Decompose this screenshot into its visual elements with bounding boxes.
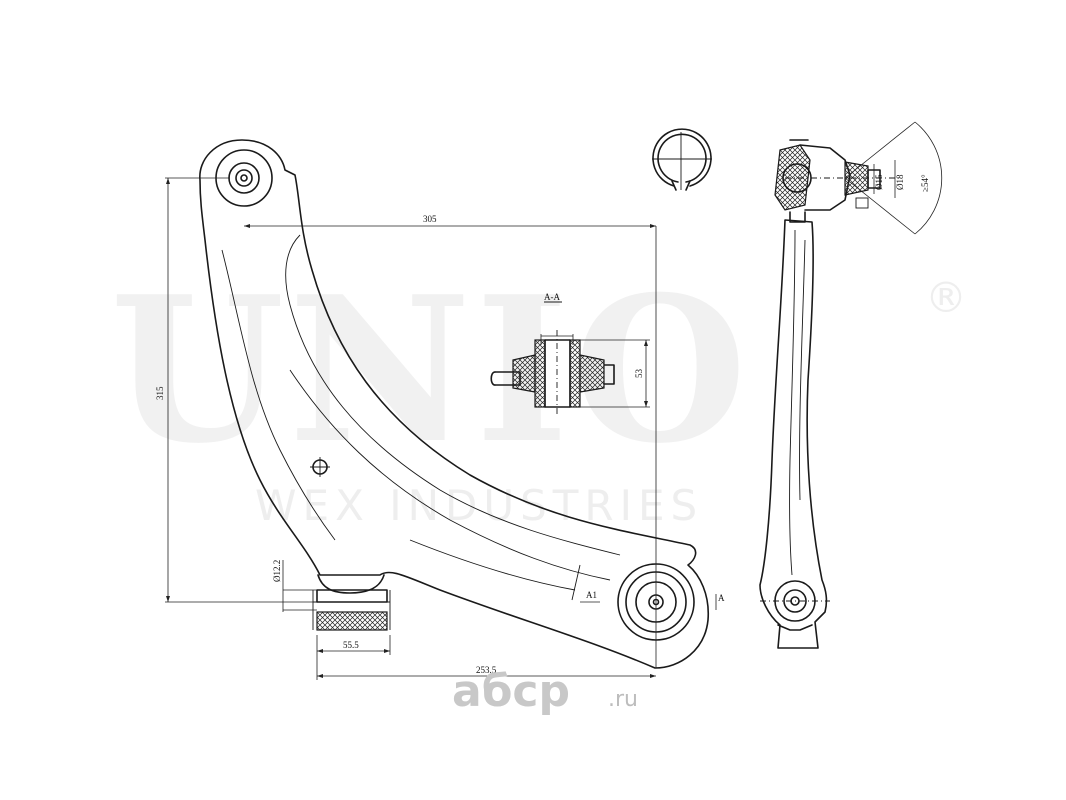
watermark-registered: ® <box>925 273 973 322</box>
watermark-tagline: WEX INDUSTRIES <box>255 481 703 530</box>
section-height: 53 <box>634 369 644 379</box>
top-eye-bushing <box>228 162 260 194</box>
dim-bushing-dia: Ø12.2 <box>272 560 282 582</box>
circlip-detail <box>652 128 712 191</box>
cut-mark-a1: A1 <box>586 590 597 600</box>
dim-ball-dia-small: Ø15 <box>874 174 884 190</box>
top-eye-bore <box>235 169 253 187</box>
dim-bushing-width: 55.5 <box>343 640 359 650</box>
arm-edge-mark <box>571 564 581 601</box>
top-eye-center <box>240 174 248 182</box>
section-a-a: A-A 53 <box>490 292 650 415</box>
control-arm-side-view: ≥54° Ø15 Ø18 <box>759 121 943 649</box>
arm-rib-top <box>285 234 621 556</box>
arm-rib-left <box>221 249 336 541</box>
site-logo: абср .ru <box>452 666 638 717</box>
dim-overall-width: 253.5 <box>476 665 497 675</box>
site-logo-name: абср <box>452 666 570 717</box>
dim-ball-dia-large: Ø18 <box>895 174 905 190</box>
side-arm-outline <box>759 219 828 649</box>
main-dimensions: 305 315 Ø12.2 55.5 253.5 A1 A <box>155 177 725 680</box>
dim-angle: ≥54° <box>920 174 930 192</box>
arm-rib-center <box>289 369 611 581</box>
rear-bushing <box>312 574 391 631</box>
site-logo-domain: .ru <box>608 687 638 712</box>
watermark: UNIO ® WEX INDUSTRIES <box>110 253 973 530</box>
dim-width-top: 305 <box>423 214 437 224</box>
dim-height-left: 315 <box>155 386 165 400</box>
arm-rib-lower <box>409 539 576 591</box>
section-label: A-A <box>544 292 560 302</box>
arm-outline <box>199 139 710 669</box>
cut-mark-a: A <box>718 593 725 603</box>
watermark-brand: UNIO <box>110 253 751 488</box>
